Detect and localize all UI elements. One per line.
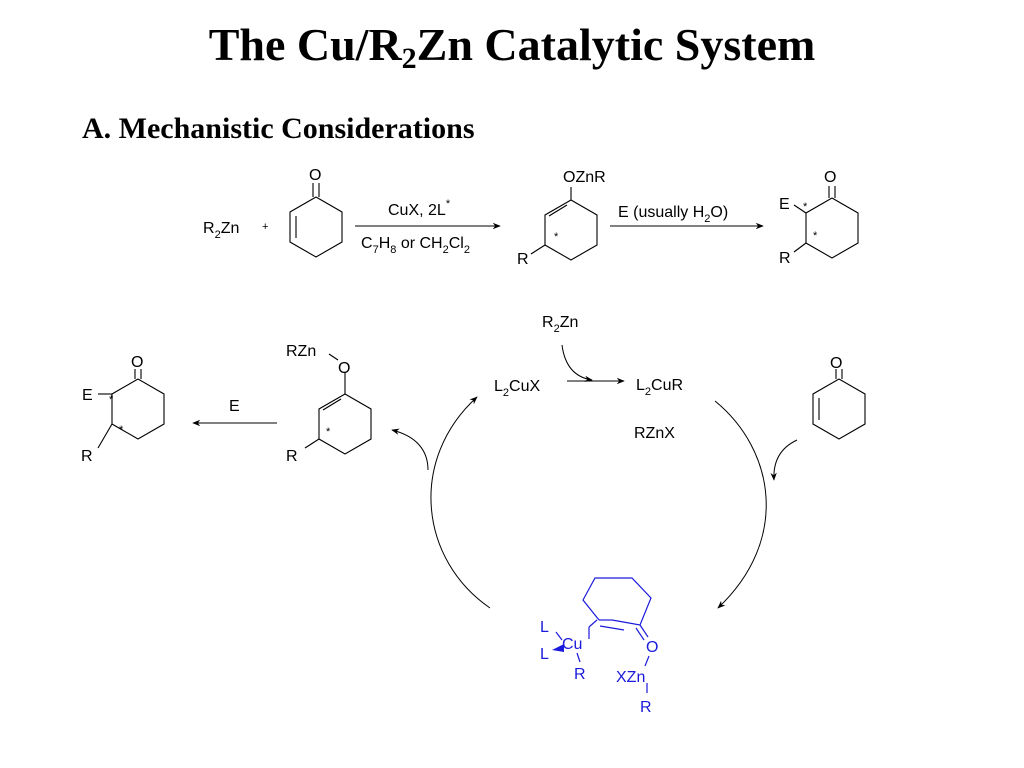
complex-xzn: XZn [616,669,645,686]
top-product-oxygen: O [824,169,836,186]
svg-text:R2Zn: R2Zn [203,220,239,241]
cycle-product-r: R [81,448,93,465]
top-enolate-ozn: OZnR [563,169,606,186]
cu-pi-complex: L L Cu R O XZn R [540,577,658,716]
complex-cu-r: R [574,666,586,683]
cycle-enolate-o: O [338,360,350,377]
cycle-arc-right [714,400,767,609]
cycle-enolate-r: R [286,448,298,465]
top-product-star-1: * [803,201,808,213]
plus-sign: + [262,221,268,233]
cycle-r2zn: R2Zn [542,314,578,335]
enone-entry-arrow [770,439,798,481]
cycle-cyclohexenone: O [812,355,866,440]
enolate-exit-arrow [391,428,429,471]
complex-l-bottom: L [540,646,549,663]
complex-oxygen: O [646,639,658,656]
cycle-l2cux: L2CuX [494,378,540,399]
top-cyclohexenone: O [289,167,343,258]
complex-cu: Cu [562,636,582,653]
cycle-enolate-rzn: RZn [286,343,316,360]
r2zn-entry-arrow [561,344,593,383]
cycle-zinc-enolate: RZn O * R [286,343,372,465]
top-arrow1-above: CuX, 2L* [388,198,451,219]
title-subscript: 2 [401,42,417,75]
cycle-enone-oxygen: O [830,355,842,372]
top-reagent-r2zn: R2Zn [203,220,239,241]
top-enolate-r: R [517,251,529,268]
title-text-end: Zn Catalytic System [416,19,816,70]
top-arrow2-above: E (usually H2O) [618,204,728,225]
cycle-product-oxygen: O [131,354,143,371]
top-enolate-star: * [554,231,559,243]
top-product-e: E [779,196,790,213]
top-product-r: R [779,250,791,267]
title-text: The Cu/R [208,19,402,70]
slide-title: The Cu/R2Zn Catalytic System [0,18,1024,76]
top-product-ketone: O E * * R [779,169,859,267]
cycle-product-e: E [82,387,93,404]
cycle-product-star-2: * [119,424,124,436]
top-product-star-2: * [813,230,818,242]
cycle-rznx: RZnX [634,425,675,442]
cycle-enolate-star: * [326,426,331,438]
cycle-electrophile: E [229,398,240,415]
cycle-l2cur: L2CuR [636,377,683,398]
top-enone-oxygen: O [309,167,321,184]
cycle-arc-left [430,396,491,609]
top-zinc-enolate: OZnR * R [517,169,606,268]
complex-l-top: L [540,619,549,636]
cycle-product-ketone: O E * * R [81,354,165,465]
complex-zn-r: R [640,699,652,716]
cycle-product-star-1: * [109,394,114,406]
top-arrow1-below: C7H8 or CH2Cl2 [361,235,470,256]
section-heading: A. Mechanistic Considerations [82,112,475,145]
